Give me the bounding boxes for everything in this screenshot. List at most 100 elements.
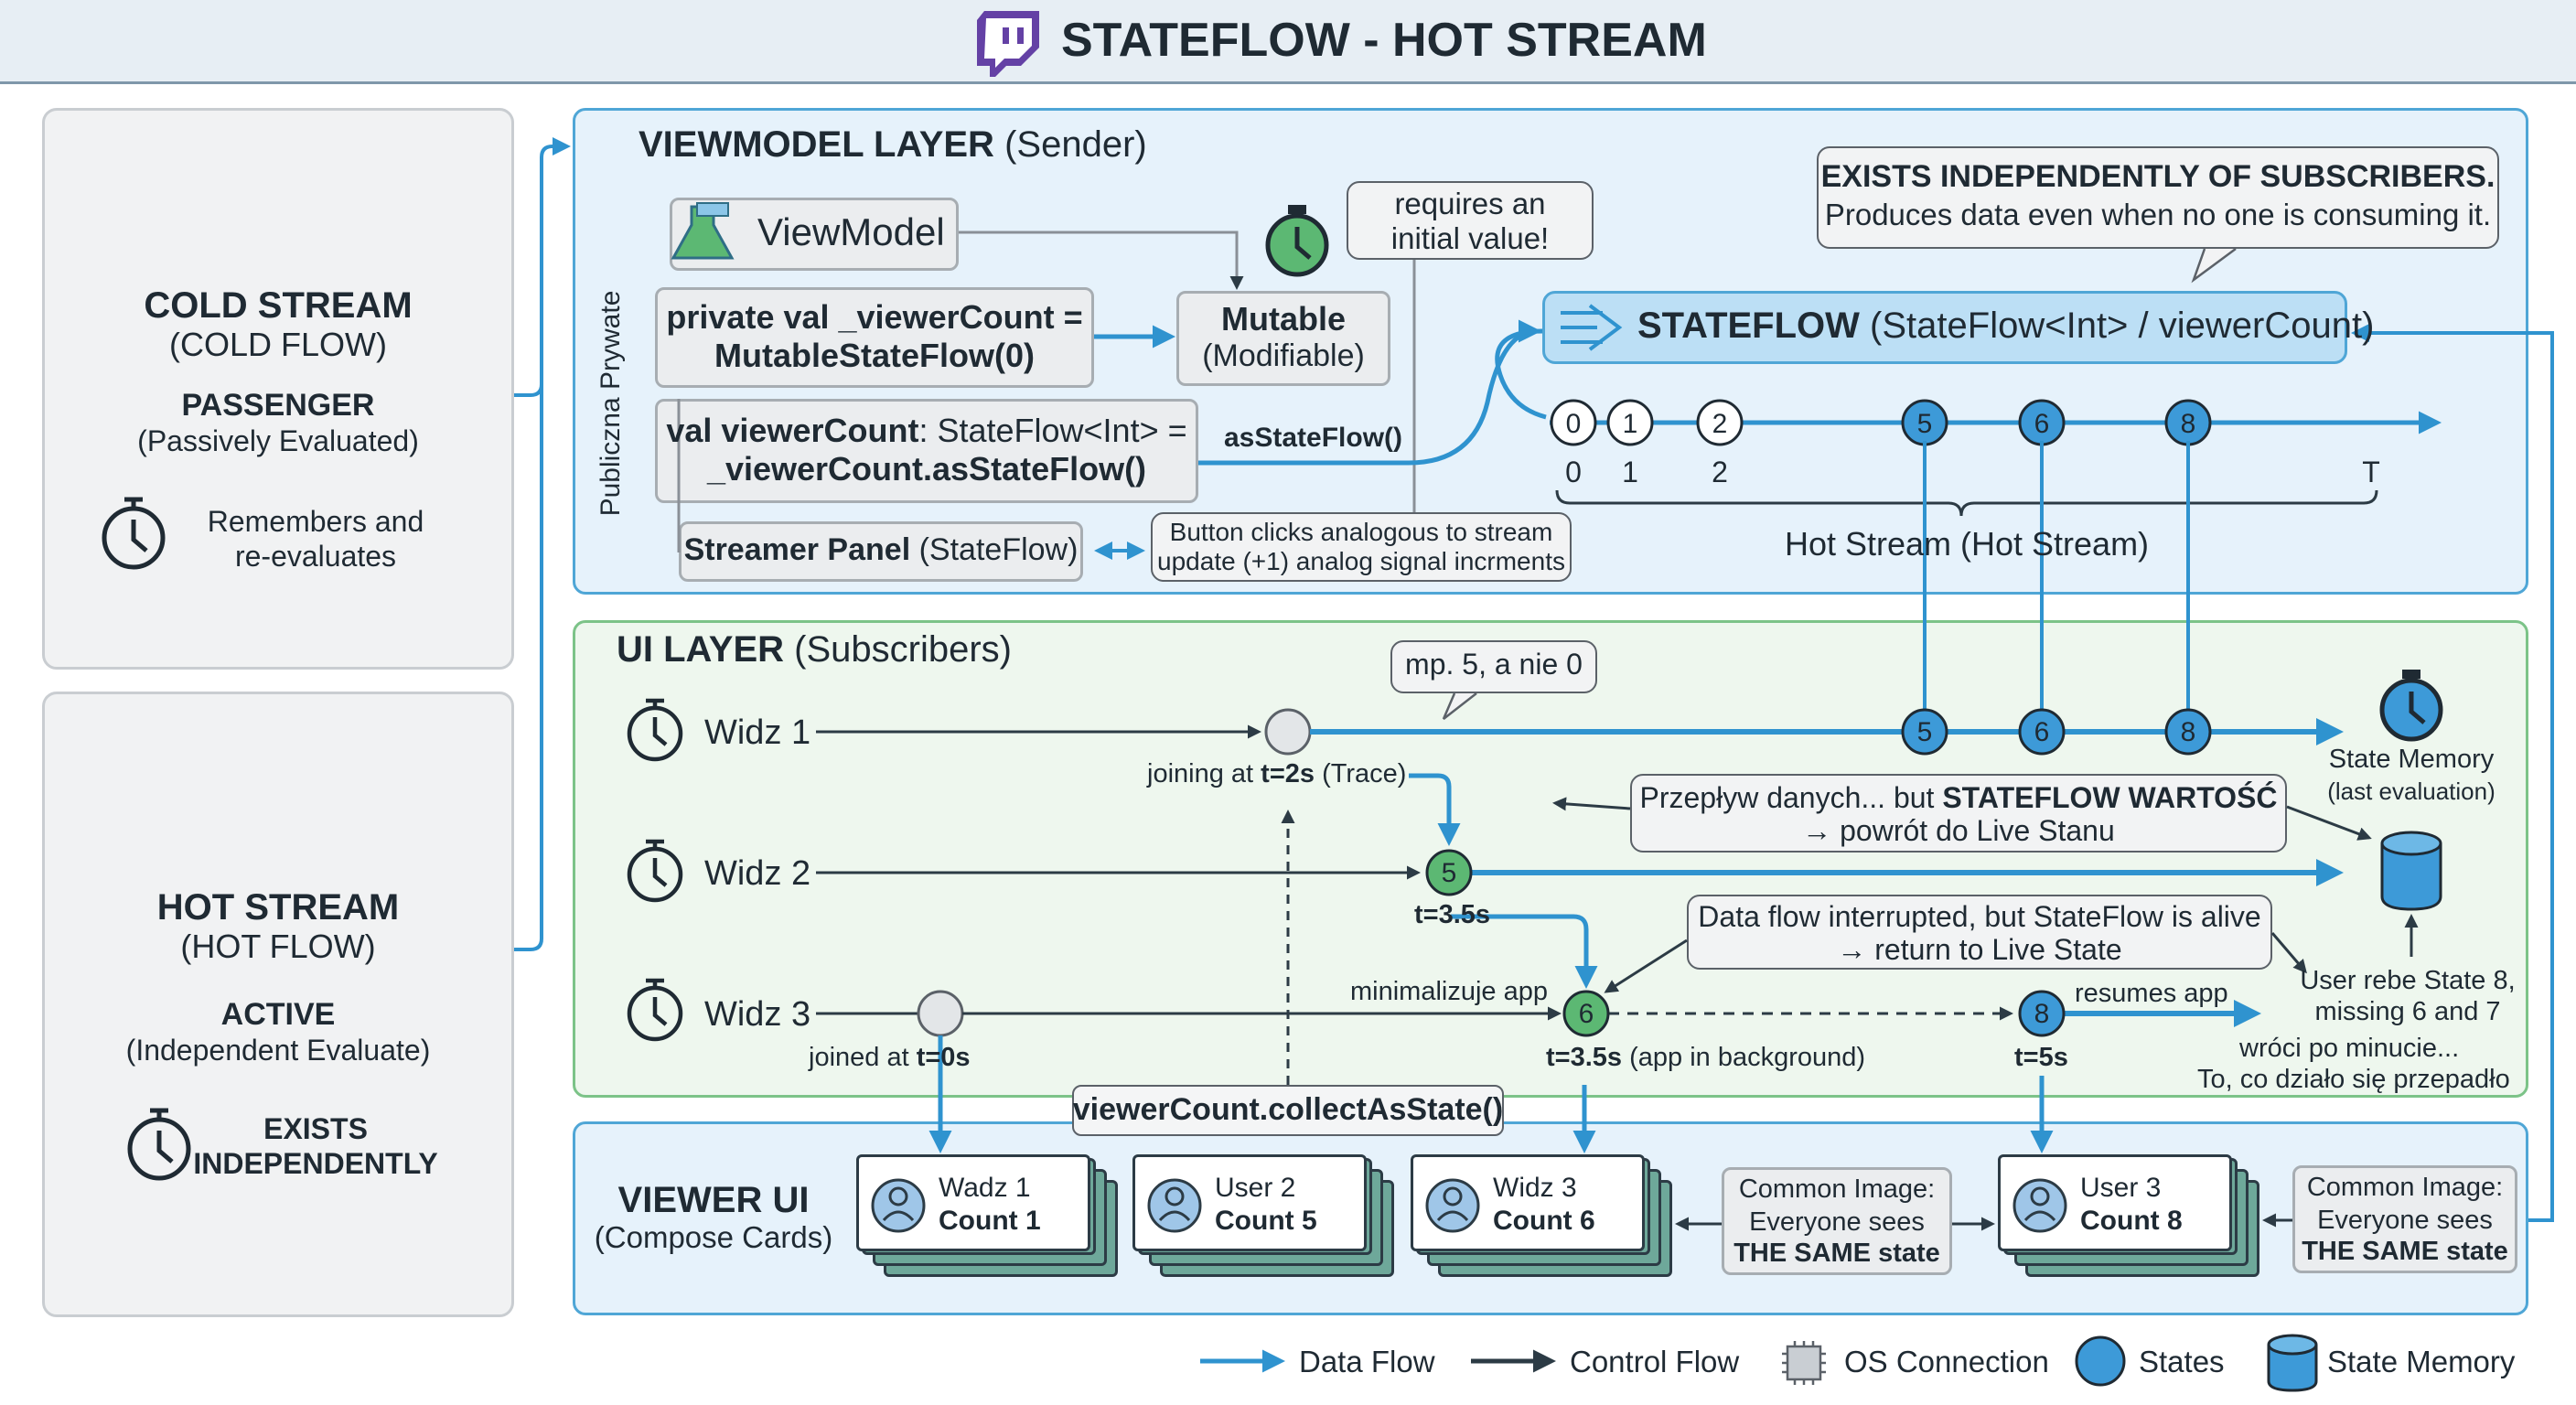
initial-value-bubble: [1347, 181, 1594, 260]
common-1-line-1: Common Image:: [1738, 1174, 1936, 1204]
twitch-logo-icon: [977, 11, 1039, 77]
user-rebe-2: missing 6 and 7: [2314, 997, 2501, 1026]
vm-layer-title: VIEWMODEL LAYER (Sender): [639, 124, 1147, 166]
card-2-name: User 2: [1215, 1173, 1296, 1203]
state-circle-widz3-8: [2018, 990, 2066, 1037]
viewer-label-1: Widz 1: [704, 713, 811, 752]
ui-layer-title-sub: (Subscribers): [794, 629, 1012, 670]
viewer-ui-title: VIEWER UI: [617, 1180, 810, 1220]
hot-role-sub: (Independent Evaluate): [125, 1034, 431, 1067]
legend-data-flow: Data Flow: [1299, 1345, 1435, 1378]
cold-note-2: re-evaluates: [234, 540, 397, 573]
common-2-line-3: THE SAME state: [2302, 1237, 2508, 1266]
vm-side-label: Publiczna Prywate: [596, 290, 626, 517]
mutable-box: [1176, 291, 1390, 386]
interrupted-line-1: Data flow interrupted, but StateFlow is …: [1698, 900, 2261, 933]
timeline-state-label-5: 5: [1917, 409, 1933, 439]
przeplyw-bold: STATEFLOW WARTOŚĆ: [1942, 781, 2278, 814]
card-4-count: Count 8: [2080, 1206, 2183, 1236]
common-2-line-1: Common Image:: [2306, 1173, 2504, 1202]
state-circle-widz3-6: [1562, 990, 1610, 1037]
widz3-join-point: [917, 990, 964, 1037]
card-1-name: Wadz 1: [939, 1173, 1031, 1203]
widz3-time-a: t=3.5s (app in background): [1546, 1043, 1865, 1073]
legend-state-icon: [2075, 1335, 2126, 1387]
stateflow-label-bold: STATEFLOW: [1637, 306, 1860, 346]
hot-subtitle: (HOT FLOW): [180, 928, 376, 965]
cold-note-1: Remembers and: [207, 505, 424, 538]
przeplyw-line-1: Przepływ danych... but STATEFLOW WARTOŚĆ: [1630, 781, 2287, 815]
state-circle-widz1-8: [2164, 708, 2212, 756]
hot-stream-brace: [1555, 489, 2378, 517]
button-note-2: update (+1) analog signal incrments: [1157, 547, 1565, 575]
page-title: STATEFLOW - HOT STREAM: [1061, 14, 1707, 67]
wroci-1: wróci po minucie...: [2239, 1034, 2460, 1063]
mutable-title: Mutable: [1220, 300, 1346, 338]
card-3-name: Widz 3: [1493, 1173, 1577, 1203]
green-stopwatch-icon: [1265, 205, 1329, 277]
stream-lines-icon: [1561, 304, 1623, 351]
stopwatch-icon: [627, 698, 683, 762]
timeline-tick-1: 1: [1622, 456, 1638, 488]
exists-independently-bubble: [1817, 146, 2499, 249]
widz3-time-a-bold: t=3.5s: [1546, 1043, 1623, 1072]
state-memory-label-2: (last evaluation): [2327, 778, 2496, 805]
viewmodel-label: ViewModel: [757, 210, 945, 253]
resumes-label: resumes app: [2075, 979, 2228, 1008]
common-image-box-1: [1722, 1167, 1952, 1275]
flask-icon: [671, 202, 735, 260]
timeline-tick-2: 2: [1712, 456, 1728, 488]
streamer-label-bold: Streamer Panel: [683, 532, 911, 567]
interrupted-bubble: [1687, 895, 2272, 970]
joining-prefix: joining at: [1147, 759, 1261, 788]
timeline-state-label-2: 2: [1712, 409, 1728, 439]
widz1-join-point: [1264, 708, 1312, 756]
joining-suffix: (Trace): [1315, 759, 1407, 788]
timeline-state-0: [1550, 399, 1597, 446]
stopwatch-icon: [127, 1108, 191, 1181]
vm-layer-title-sub: (Sender): [1004, 124, 1147, 165]
user-avatar-icon: [2012, 1178, 2067, 1233]
stopwatch-icon: [627, 978, 683, 1042]
interrupted-pointer: [1604, 938, 1688, 993]
stateflow-loop: [1495, 328, 1547, 420]
timeline-state-label-6: 6: [2034, 409, 2050, 439]
widz1-state-8: 8: [2180, 717, 2196, 747]
vm-layer-title-bold: VIEWMODEL LAYER: [639, 124, 994, 165]
joined-prefix: joined at: [809, 1043, 917, 1072]
collect-as-state-label: viewerCount.collectAsState(): [1072, 1092, 1504, 1127]
initial-bubble-1: requires an: [1394, 187, 1546, 220]
private-line-2: MutableStateFlow(0): [714, 337, 1035, 374]
timeline-state-label-8: 8: [2181, 409, 2196, 439]
viewer-label-2: Widz 2: [704, 854, 811, 893]
joining-label: joining at t=2s (Trace): [1147, 759, 1406, 789]
widz3-state-6: 6: [1578, 999, 1594, 1029]
przeplyw-pointer-2: [2286, 805, 2372, 841]
przeplyw-bubble: [1630, 774, 2287, 853]
legend-control-flow: Control Flow: [1570, 1345, 1740, 1378]
viewer-label-3: Widz 3: [704, 995, 811, 1034]
public-line-1-bold: val viewerCount: [666, 412, 919, 449]
mp-bubble: [1390, 640, 1597, 693]
interrupted-line-2: → return to Live State: [1837, 933, 2122, 966]
state-circle-widz2-5: [1425, 849, 1473, 896]
widz3-state-8: 8: [2034, 999, 2050, 1029]
przeplyw-pointer: [1552, 797, 1631, 811]
hot-role: ACTIVE: [220, 997, 336, 1032]
cold-stream-panel: [42, 108, 514, 670]
minimalizuje-label: minimalizuje app: [1350, 977, 1548, 1006]
stateflow-label: STATEFLOW (StateFlow<Int> / viewerCount): [1637, 306, 2374, 347]
state-memory-stopwatch-icon: [2379, 670, 2443, 742]
interrupted-pointer-2: [2270, 932, 2307, 974]
user-avatar-icon: [871, 1178, 926, 1233]
hot-stream-label: Hot Stream (Hot Stream): [1784, 525, 2150, 563]
state-memory-label-1: State Memory: [2328, 745, 2495, 774]
stopwatch-icon: [627, 839, 683, 903]
button-note-bubble: [1151, 512, 1572, 582]
legend-states: States: [2139, 1345, 2225, 1378]
joining-bold: t=2s: [1261, 759, 1315, 788]
card-4-name: User 3: [2080, 1173, 2162, 1203]
widz2-state-5: 5: [1441, 858, 1457, 888]
